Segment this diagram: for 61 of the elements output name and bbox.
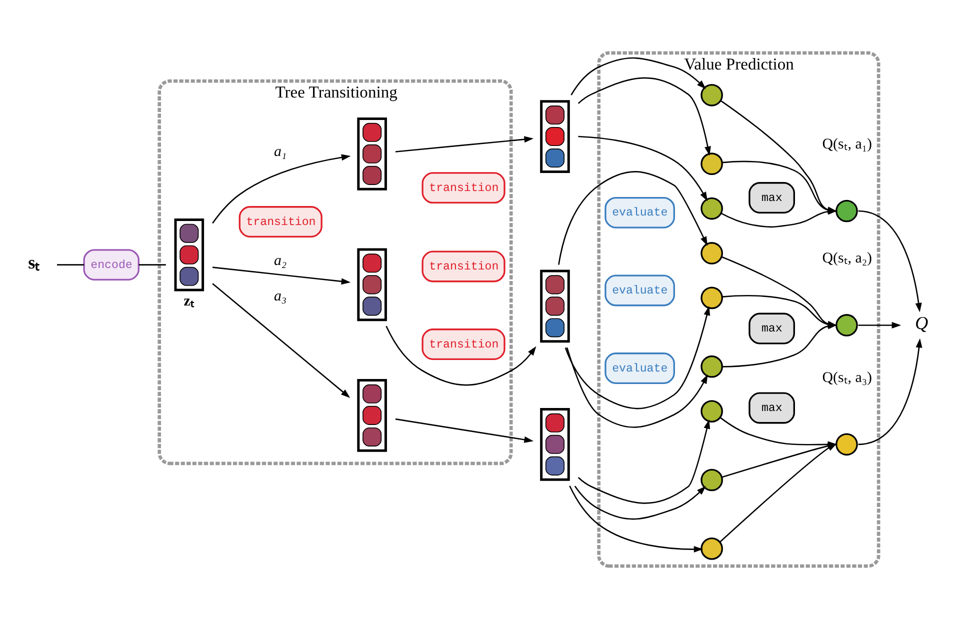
arrow bbox=[574, 486, 706, 520]
arrow bbox=[720, 100, 838, 214]
arrow bbox=[558, 171, 708, 265]
node-circle bbox=[836, 200, 858, 222]
connector bbox=[138, 264, 166, 266]
arrow bbox=[564, 306, 710, 410]
node-box: transition bbox=[422, 250, 506, 282]
node-box: transition bbox=[422, 172, 506, 204]
arrow bbox=[578, 136, 708, 202]
node-box: max bbox=[748, 312, 795, 344]
edge-label: a₁ bbox=[274, 144, 287, 160]
node-label: Q(sₜ, a₁) bbox=[822, 136, 872, 152]
node-box: max bbox=[748, 392, 795, 424]
node-circle bbox=[836, 314, 858, 336]
arrow bbox=[569, 486, 704, 553]
node-box bbox=[540, 100, 570, 173]
node-circle bbox=[700, 152, 723, 175]
arrow bbox=[578, 419, 710, 504]
arrow bbox=[570, 57, 706, 96]
node-box bbox=[357, 379, 387, 452]
arrow bbox=[858, 322, 902, 328]
node-box bbox=[174, 218, 204, 292]
node-circle bbox=[700, 286, 723, 310]
arrow bbox=[212, 266, 351, 285]
node-text: sₜ bbox=[28, 252, 40, 273]
node-label: Q(sₜ, a₃) bbox=[822, 370, 872, 386]
node-box: evaluate bbox=[604, 274, 675, 306]
node-circle bbox=[700, 242, 723, 264]
node-circle bbox=[700, 538, 723, 560]
arrow bbox=[386, 326, 536, 386]
node-label: Q(sₜ, a₂) bbox=[822, 250, 872, 267]
node-box: transition bbox=[238, 206, 322, 238]
arrow bbox=[395, 418, 534, 443]
node-label: zₜ bbox=[184, 294, 194, 310]
node-box: evaluate bbox=[604, 352, 675, 384]
node-circle bbox=[700, 468, 723, 492]
node-box: max bbox=[748, 182, 795, 214]
arrow bbox=[858, 210, 922, 312]
node-circle bbox=[700, 197, 723, 220]
edge-label: a₃ bbox=[274, 288, 287, 305]
arrow bbox=[722, 160, 838, 214]
node-box bbox=[540, 270, 570, 343]
node-circle bbox=[700, 84, 723, 106]
arrow bbox=[858, 338, 922, 446]
node-box bbox=[357, 248, 387, 322]
node-box bbox=[357, 117, 387, 190]
node-circle bbox=[700, 355, 723, 378]
arrow bbox=[578, 77, 711, 156]
edge-label: a₂ bbox=[274, 253, 287, 270]
node-circle bbox=[836, 433, 858, 456]
arrow bbox=[212, 283, 350, 398]
arrow bbox=[212, 154, 351, 224]
node-box: transition bbox=[422, 328, 506, 360]
node-box bbox=[540, 408, 570, 481]
node-circle bbox=[700, 400, 723, 422]
node-box: encode bbox=[83, 249, 140, 281]
arrow bbox=[566, 347, 708, 428]
node-box: evaluate bbox=[604, 196, 675, 228]
node-text: Q bbox=[914, 313, 928, 334]
arrow bbox=[395, 136, 534, 152]
connector bbox=[57, 264, 84, 266]
